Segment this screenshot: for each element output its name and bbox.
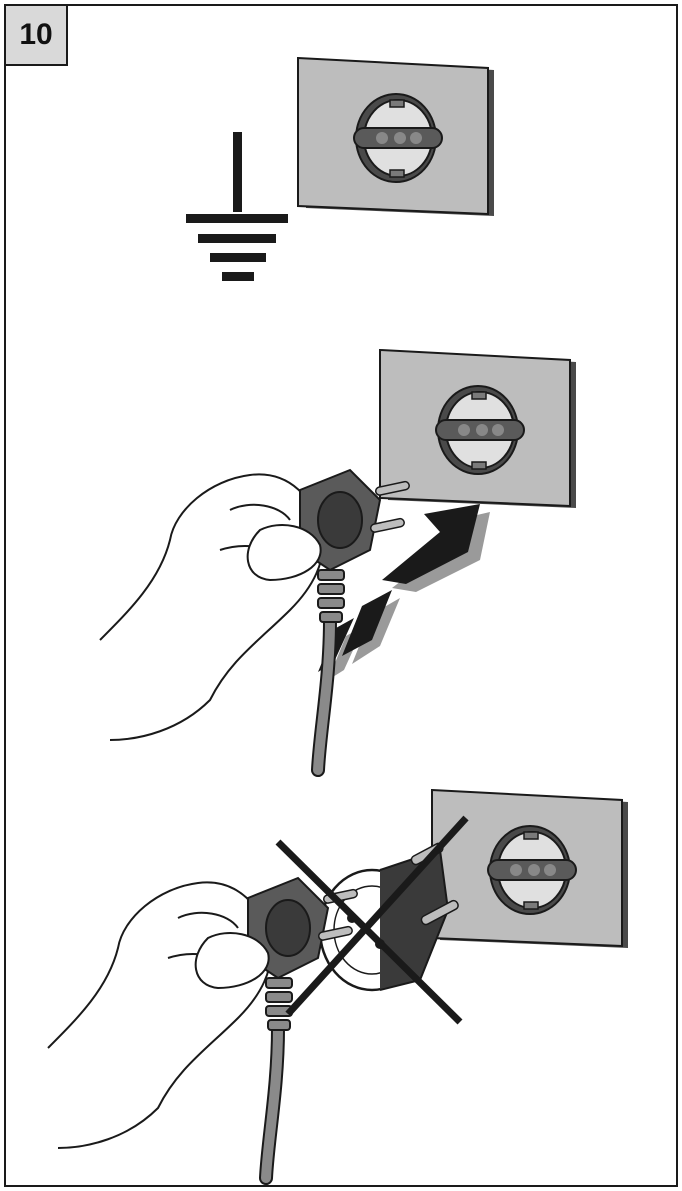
hand-icon	[48, 878, 358, 1178]
adapter-icon	[320, 842, 460, 990]
wall-socket-icon	[298, 58, 494, 216]
wall-socket-icon	[432, 790, 628, 948]
ground-symbol-icon	[186, 132, 288, 281]
schuko-plug-icon	[48, 878, 358, 1178]
